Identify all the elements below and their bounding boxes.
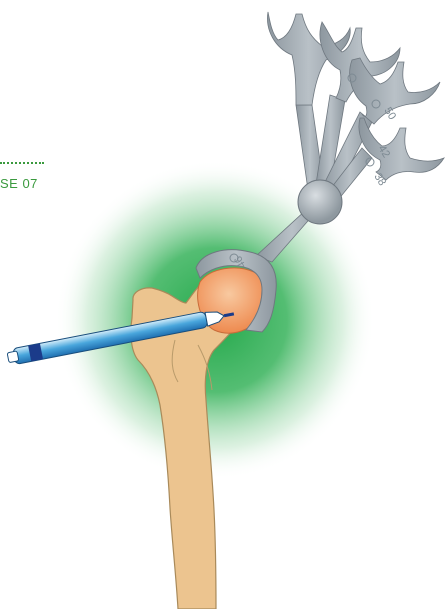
gauge-hub-ball — [298, 180, 342, 224]
sizing-gauge-fan — [267, 12, 444, 200]
